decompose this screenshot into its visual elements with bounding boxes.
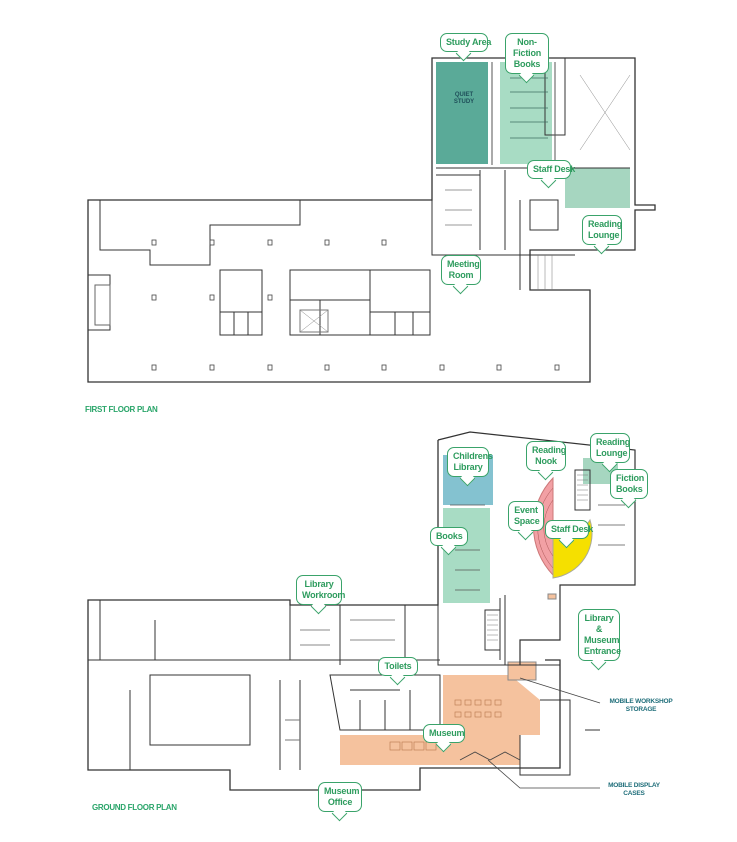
zone-study-area [436,62,488,164]
callout-toilets: Toilets [378,657,418,676]
zone-books [443,508,490,603]
callout-event-space: Event Space [508,501,544,531]
callout-childrens-library: Childrens Library [447,447,493,477]
callout-museum: Museum [423,724,465,743]
first-floor-plan-title: FIRST FLOOR PLAN [85,405,158,414]
callout-study-area: Study Area [440,33,491,52]
callout-staff-desk-first: Staff Desk [527,160,575,179]
callout-books: Books [430,527,468,546]
callout-reading-lounge-first: Reading Lounge [582,215,622,245]
callout-fiction-books: Fiction Books [610,469,648,499]
zone-reading-lounge-1 [565,168,630,208]
callout-non-fiction-books: Non-Fiction Books [505,33,549,74]
room-label-quiet-study: QUIET STUDY [453,92,475,105]
callout-reading-lounge-ground: Reading Lounge [590,433,630,463]
ground-floor-plan-title: GROUND FLOOR PLAN [92,803,177,812]
callout-museum-office: Museum Office [318,782,362,812]
callout-library-workroom: Library Workroom [296,575,345,605]
callout-meeting-room: Meeting Room [441,255,481,285]
note-mobile-display-cases: MOBILE DISPLAY CASES [608,782,660,797]
note-mobile-workshop-storage: MOBILE WORKSHOP STORAGE [609,698,673,713]
callout-library-museum-entrance: Library & Museum Entrance [578,609,621,661]
callout-staff-desk-ground: Staff Desk [545,520,593,539]
callout-reading-nook: Reading Nook [526,441,566,471]
